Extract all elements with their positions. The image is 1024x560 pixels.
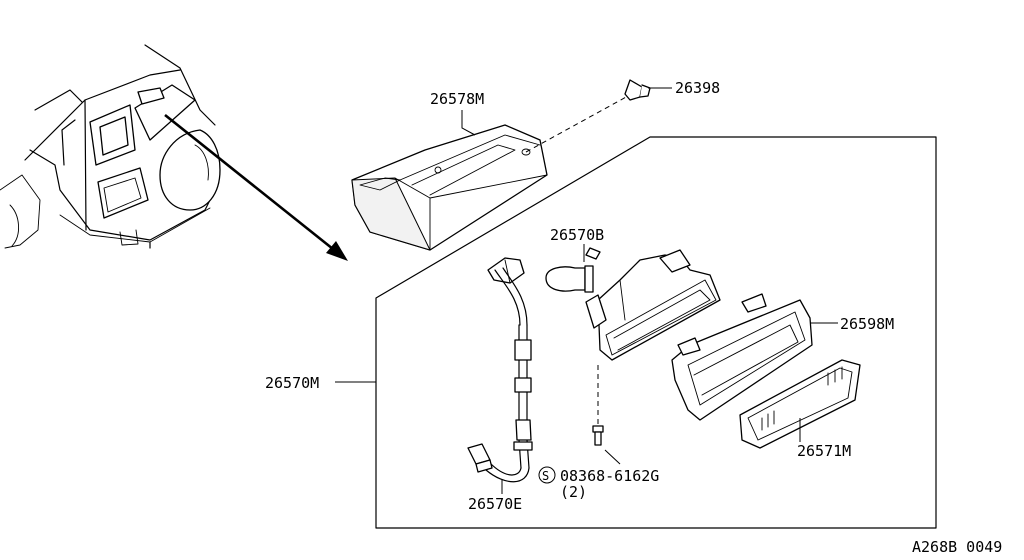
label-26570m: 26570M [265,374,319,392]
label-08368-6162g: 08368-6162G [560,467,659,485]
screw-callout: S 08368-6162G (2) [538,466,659,501]
wire-harness [467,257,533,483]
screw [592,365,604,446]
vehicle-rear-illustration [0,44,221,249]
clip-fastener [624,79,651,101]
lamp-body [585,249,721,361]
screw-symbol: S [542,469,549,483]
label-26598m: 26598M [840,315,894,333]
lamp-housing-cover [351,124,548,251]
lens-housing [671,293,813,421]
diagram-reference: A268B 0049 [912,538,1002,556]
bulb [545,247,601,293]
label-26570e: 26570E [468,495,522,513]
label-26571m: 26571M [797,442,851,460]
label-26570b: 26570B [550,226,604,244]
outer-lens [739,359,861,449]
label-26578m: 26578M [430,90,484,108]
assembly-frame [375,136,937,529]
label-26398: 26398 [675,79,720,97]
label-screw-quantity: (2) [560,483,587,501]
leader-lines [335,87,838,494]
direction-arrow [164,113,348,261]
